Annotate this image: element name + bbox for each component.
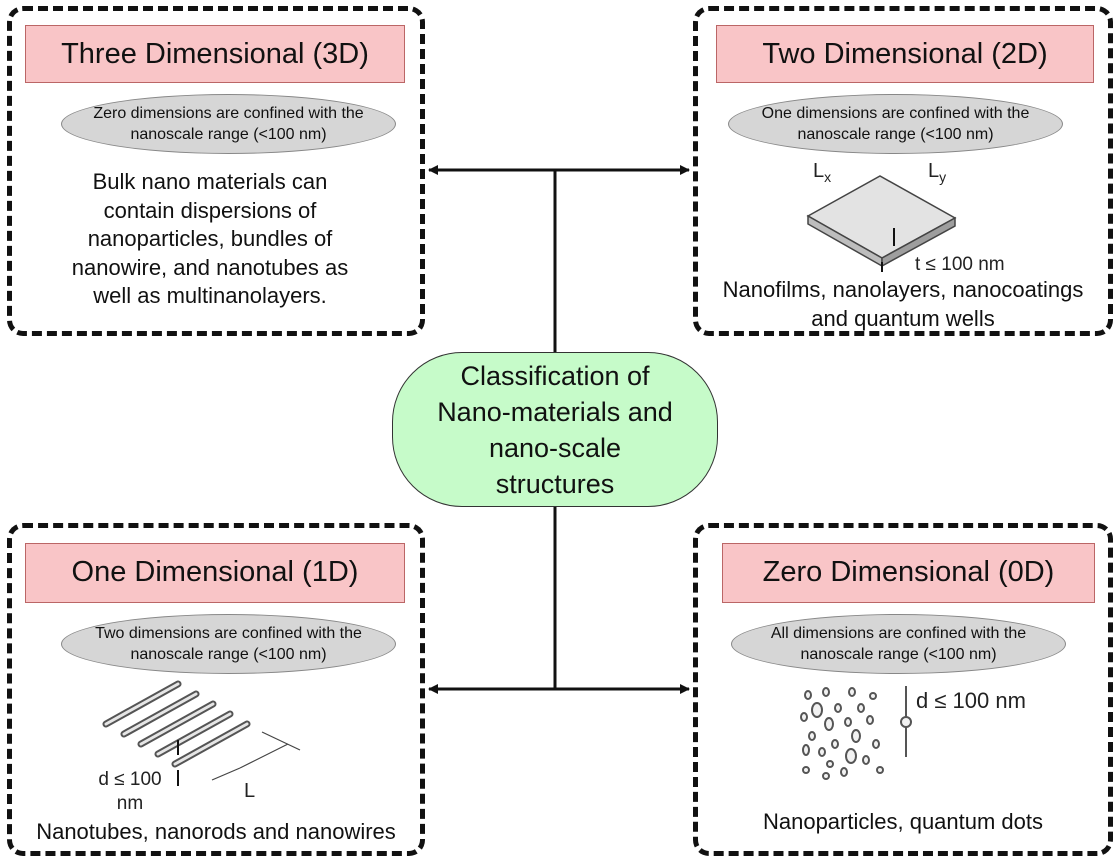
box-2d: [693, 6, 1113, 336]
label-length-1d: L: [244, 780, 256, 802]
label-thickness: t ≤ 100 nm: [915, 254, 1005, 275]
box-0d: [693, 523, 1113, 856]
label-diameter-1d: d ≤ 100 nm: [98, 769, 162, 814]
title-3d: Three Dimensional (3D): [25, 25, 405, 83]
confinement-3d: Zero dimensions are confined with the na…: [61, 94, 396, 154]
confinement-1d: Two dimensions are confined with the nan…: [61, 614, 396, 674]
description-1d: Nanotubes, nanorods and nanowires: [36, 819, 396, 844]
label-lx: Lx: [813, 160, 832, 185]
title-2d: Two Dimensional (2D): [716, 25, 1094, 83]
box-3d: [7, 6, 425, 336]
label-ly: Ly: [928, 160, 947, 185]
title-1d: One Dimensional (1D): [25, 543, 405, 603]
description-2d: Nanofilms, nanolayers, nanocoatings and …: [722, 277, 1084, 331]
description-3d: Bulk nano materials can contain dispersi…: [71, 169, 349, 308]
description-0d: Nanoparticles, quantum dots: [762, 809, 1044, 834]
confinement-2d: One dimensions are confined with the nan…: [728, 94, 1063, 154]
center-classification-node: Classification of Nano-materials and nan…: [392, 352, 718, 507]
confinement-0d: All dimensions are confined with the nan…: [731, 614, 1066, 674]
box-1d: [7, 523, 425, 856]
title-0d: Zero Dimensional (0D): [722, 543, 1095, 603]
label-diameter-0d: d ≤ 100 nm: [916, 688, 1026, 713]
